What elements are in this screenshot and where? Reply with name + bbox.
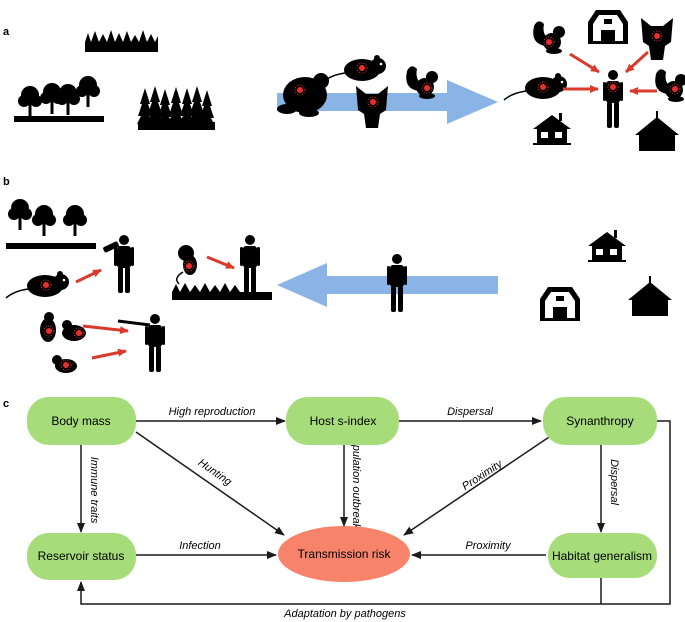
farm-field-icon <box>172 235 272 300</box>
node-reservoir-status-label: Reservoir status <box>38 549 125 563</box>
forest-icon <box>6 199 96 249</box>
human-settlement-icon <box>503 10 685 151</box>
transmission-arrow-icon <box>206 255 235 270</box>
edge-label-population-outbreaks: Population outbreaks <box>350 431 362 535</box>
transmission-arrow-icon <box>91 348 127 360</box>
encroachment-arrow-icon <box>277 263 498 307</box>
edge-label-infection: Infection <box>179 540 221 552</box>
infected-wildlife-icon <box>277 54 438 128</box>
node-transmission-risk: Transmission risk <box>278 526 410 582</box>
node-host-s-index-label: Host s-index <box>310 414 377 428</box>
transmission-arrow-icon <box>75 268 102 284</box>
edge-label-adaptation: Adaptation by pathogens <box>283 608 406 620</box>
edge-label-dispersal-right: Dispersal <box>608 459 620 505</box>
panel-a: a <box>3 10 685 151</box>
node-body-mass: Body mass <box>27 397 136 445</box>
node-reservoir-status: Reservoir status <box>27 533 136 580</box>
edge-label-proximity-bottom: Proximity <box>465 540 512 552</box>
node-habitat-generalism-label: Habitat generalism <box>552 549 652 563</box>
node-synanthropy: Synanthropy <box>543 397 657 445</box>
node-synanthropy-label: Synanthropy <box>566 414 633 428</box>
panel-c-label: c <box>3 398 9 410</box>
edge-proximity-diag <box>403 432 556 536</box>
panel-c: c High reproduction Dispersal Immune tra… <box>3 397 671 620</box>
edges <box>77 417 671 605</box>
forest-icon <box>14 76 104 122</box>
node-host-s-index: Host s-index <box>286 397 399 445</box>
panel-b: b <box>3 176 672 373</box>
grassland-icon <box>85 30 158 52</box>
conifer-forest-icon <box>137 86 215 130</box>
edge-label-high-reproduction: High reproduction <box>169 406 256 418</box>
node-habitat-generalism: Habitat generalism <box>548 533 657 578</box>
edge-hunting <box>135 431 285 536</box>
transmission-arrow-icon <box>82 324 129 335</box>
human-icon <box>387 254 407 312</box>
panel-a-label: a <box>3 26 10 38</box>
edge-label-hunting: Hunting <box>196 457 235 489</box>
edge-label-proximity-diag: Proximity <box>460 457 506 493</box>
edge-label-dispersal-top: Dispersal <box>447 406 493 418</box>
node-body-mass-label: Body mass <box>51 414 110 428</box>
infected-rodent-icon <box>5 270 70 299</box>
woodcutter-icon <box>103 235 134 293</box>
edge-label-immune-traits: Immune traits <box>88 457 100 524</box>
human-settlement-icon <box>540 230 672 321</box>
panel-b-label: b <box>3 176 10 188</box>
edge-adaptation <box>77 420 671 605</box>
node-transmission-risk-label: Transmission risk <box>298 547 392 561</box>
hunter-icon <box>117 314 165 372</box>
infected-marmots-icon <box>40 312 86 373</box>
infected-mouse-icon <box>176 245 197 285</box>
